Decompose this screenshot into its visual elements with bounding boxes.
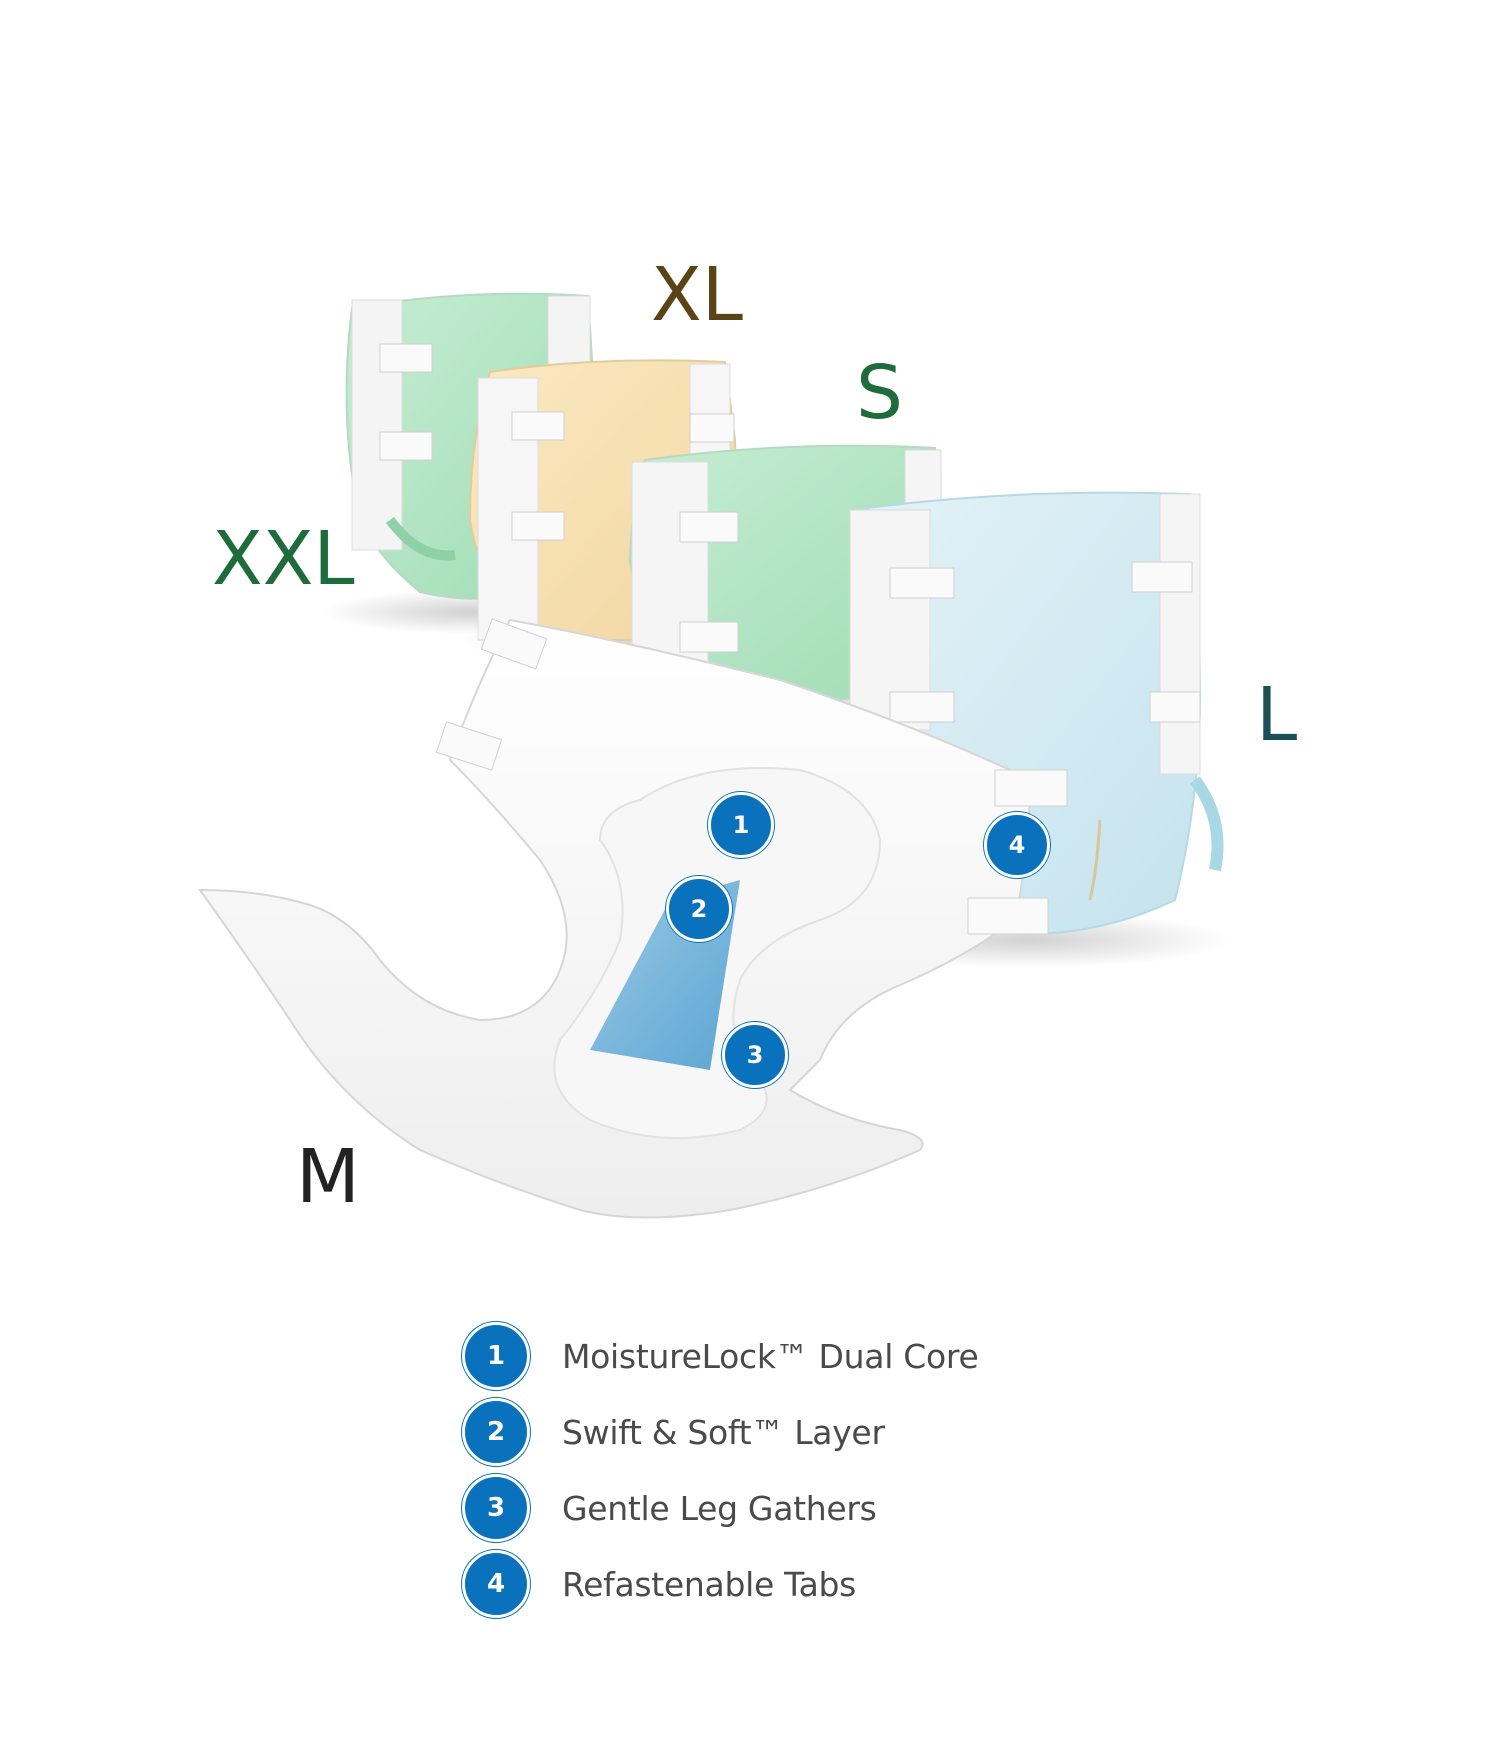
legend-item: 1 MoistureLock™ Dual Core [462,1318,1162,1394]
size-label-s: S [856,350,903,436]
legend-item: 2 Swift & Soft™ Layer [462,1394,1162,1470]
callout-3: 3 [722,1022,788,1088]
diaper-m [198,618,1068,1219]
legend-label: Refastenable Tabs [562,1564,857,1604]
callout-1: 1 [708,792,774,858]
legend-item: 3 Gentle Leg Gathers [462,1470,1162,1546]
legend-badge: 3 [462,1474,530,1542]
feature-legend: 1 MoistureLock™ Dual Core 2 Swift & Soft… [462,1318,1162,1622]
size-label-l: L [1256,672,1298,758]
legend-label: MoistureLock™ Dual Core [562,1336,979,1376]
legend-badge: 1 [462,1322,530,1390]
legend-label: Swift & Soft™ Layer [562,1412,885,1452]
size-label-m: M [296,1134,360,1220]
size-label-xl: XL [651,252,743,338]
legend-badge: 2 [462,1398,530,1466]
legend-label: Gentle Leg Gathers [562,1488,877,1528]
callout-2: 2 [666,876,732,942]
callout-4: 4 [984,812,1050,878]
size-label-xxl: XXL [212,516,355,602]
legend-item: 4 Refastenable Tabs [462,1546,1162,1622]
legend-badge: 4 [462,1550,530,1618]
